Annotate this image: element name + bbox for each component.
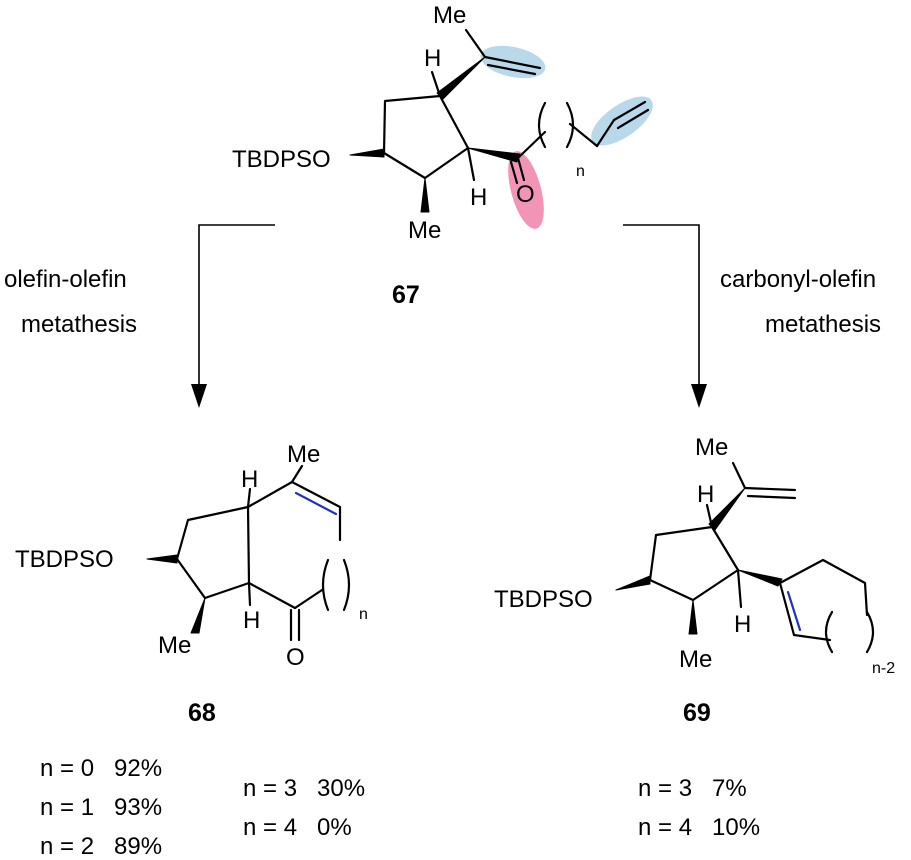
compound-69: Me H TBDPSO H Me n-2 69: [494, 434, 895, 727]
isopropenyl-me-bond-69: [731, 461, 747, 490]
h-bond-top-69: [705, 503, 714, 529]
h-top-68: H: [241, 466, 258, 493]
ring-double-68: [294, 491, 338, 516]
ring-bond-68-me: [290, 464, 304, 484]
vinyl-double-b-67: [616, 108, 650, 130]
yield-68-n1: n = 1 93%: [40, 794, 163, 821]
oxygen-68: O: [286, 644, 305, 671]
tbdpso-69: TBDPSO: [494, 586, 593, 613]
chain-n-69: n-2: [872, 660, 895, 677]
chain-paren-left-67: [537, 101, 547, 149]
h-bond-bottom-67: [466, 146, 476, 182]
left-arrow-label-1: olefin-olefin: [4, 266, 127, 293]
yield-69-n3: n = 3 7%: [638, 775, 747, 802]
chain-n-67: n: [576, 163, 585, 180]
carbonyl-double-2: [509, 160, 519, 185]
me-top-68: Me: [287, 441, 320, 468]
right-arrow: carbonyl-olefin metathesis: [623, 224, 881, 408]
isopropenyl-double-69-2: [746, 494, 797, 500]
h-bond-top-67: [430, 70, 442, 98]
chain-paren-right-69: [865, 610, 875, 654]
isopropenyl-me-bond-67: [464, 28, 487, 59]
me-bottom-67: Me: [408, 217, 441, 244]
isopropenyl-double-1: [483, 55, 542, 70]
compound-number-68: 68: [188, 699, 216, 727]
right-arrow-label-2: metathesis: [765, 311, 881, 338]
yield-68-n2: n = 2 89%: [40, 833, 163, 860]
me-bottom-69: Me: [679, 646, 712, 673]
wedge-bond-67-me: [420, 177, 430, 213]
cycloalkene-double-69: [786, 590, 802, 632]
wedge-bond-69-otbdps: [615, 575, 651, 591]
h-top-67: H: [424, 45, 441, 72]
yield-69-n4: n = 4 10%: [638, 814, 761, 841]
left-arrowhead: [191, 384, 207, 408]
compound-67: Me H TBDPSO O H Me n 67: [232, 2, 653, 309]
chain-paren-left-69: [824, 610, 834, 654]
h-bottom-67: H: [470, 184, 487, 211]
oxygen-67: O: [516, 181, 535, 208]
wedge-bond-67-isopropenyl: [436, 56, 486, 100]
wedge-bond-67-carbonyl: [467, 147, 521, 163]
compound-number-69: 69: [683, 699, 711, 727]
left-arrow-label-2: metathesis: [21, 311, 137, 338]
ring-bond-68-b: [290, 480, 342, 509]
me-top-69: Me: [695, 434, 728, 461]
h-bond-bottom-68: [247, 581, 252, 607]
h-bottom-69: H: [734, 611, 751, 638]
me-top-67: Me: [433, 2, 466, 29]
wedge-bond-67-otbdps: [349, 148, 385, 158]
isopropenyl-double-2: [486, 63, 537, 76]
left-arrow: olefin-olefin metathesis: [4, 224, 275, 408]
cycloalkene-bonds-69: [778, 558, 869, 617]
left-arrow-line: [198, 224, 275, 390]
wedge-bond-69-isopropenyl: [708, 487, 746, 531]
ring-bond-68-d: [293, 588, 324, 610]
tbdpso-68: TBDPSO: [15, 546, 114, 573]
wedge-bond-68-me: [190, 597, 206, 634]
wedge-bond-69-cyclo: [737, 569, 783, 587]
carbonyl-double-1: [516, 156, 526, 182]
vinyl-double-a-67: [612, 100, 647, 122]
h-top-69: H: [697, 481, 714, 508]
compound-number-67: 67: [392, 281, 420, 309]
chain-paren-right-68: [342, 558, 351, 612]
chain-paren-left-68: [321, 558, 330, 612]
yield-68-n4: n = 4 0%: [243, 814, 352, 841]
h-bond-bottom-69: [736, 568, 743, 609]
chain-bond-2-67: [568, 122, 599, 148]
ring-bond-68-a: [246, 480, 294, 509]
cycloalkene-bond-69-b: [792, 633, 832, 642]
ring-bond-68-e: [247, 581, 297, 610]
compound-68: Me H TBDPSO H Me O n 68: [15, 441, 368, 727]
isopropenyl-double-69-1: [743, 486, 797, 492]
vinyl-single-67: [595, 118, 616, 148]
cycloalkene-single-69: [778, 581, 796, 637]
wedge-bond-69-me: [688, 599, 698, 635]
carbonyl-highlight: [508, 151, 544, 229]
yield-68-n3: n = 3 30%: [243, 775, 366, 802]
tbdpso-67: TBDPSO: [232, 146, 331, 173]
ring5-bonds-69: [648, 525, 740, 602]
yield-68-n0: n = 0 92%: [40, 755, 163, 782]
chain-n-68: n: [359, 606, 368, 623]
ring-bonds-67: [382, 94, 470, 180]
h-bottom-68: H: [243, 607, 260, 634]
h-bond-top-68: [246, 487, 252, 509]
right-arrow-line: [623, 224, 700, 390]
right-arrow-label-1: carbonyl-olefin: [720, 266, 876, 293]
chain-paren-right-67: [565, 101, 575, 149]
ring5-bonds-68: [175, 505, 251, 600]
me-bottom-68: Me: [158, 632, 191, 659]
right-arrowhead: [691, 384, 707, 408]
wedge-bond-68-otbdps: [146, 554, 178, 564]
